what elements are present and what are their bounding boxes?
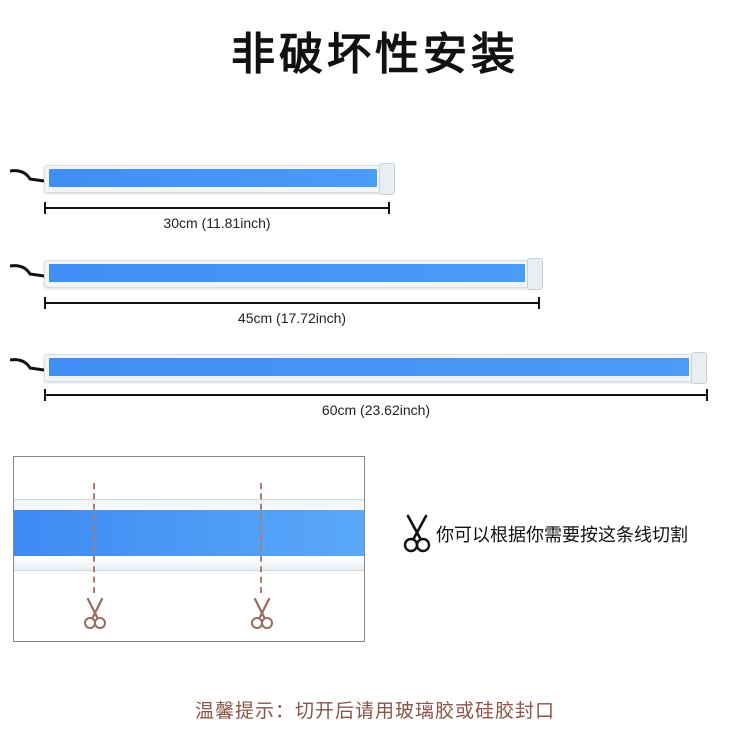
length-label: 45cm (17.72inch) <box>237 310 347 326</box>
cut-instruction: 你可以根据你需要按这条线切割 <box>402 514 688 554</box>
led-strip-closeup <box>14 499 364 571</box>
footer-tip: 温馨提示：切开后请用玻璃胶或硅胶封口 <box>194 700 555 722</box>
scissors-icon <box>84 597 106 629</box>
measure-bar: 45cm (17.72inch) <box>44 297 540 326</box>
cut-line <box>260 483 262 593</box>
length-label: 60cm (23.62inch) <box>321 402 431 418</box>
page-title: 非破坏性安装 <box>231 29 519 80</box>
led-strip <box>44 352 707 384</box>
measure-bar: 30cm (11.81inch) <box>44 202 390 231</box>
length-label: 30cm (11.81inch) <box>163 215 271 231</box>
led-strip <box>44 163 395 195</box>
cut-line <box>93 483 95 593</box>
led-strip <box>44 258 543 290</box>
measure-bar: 60cm (23.62inch) <box>44 389 708 418</box>
scissors-icon <box>403 514 431 553</box>
cable-icon <box>10 358 45 372</box>
cable-icon <box>10 169 45 183</box>
cut-instruction-text: 你可以根据你需要按这条线切割 <box>436 525 688 546</box>
scissors-icon <box>251 597 273 629</box>
cable-icon <box>10 264 45 278</box>
cut-illustration <box>13 456 365 642</box>
